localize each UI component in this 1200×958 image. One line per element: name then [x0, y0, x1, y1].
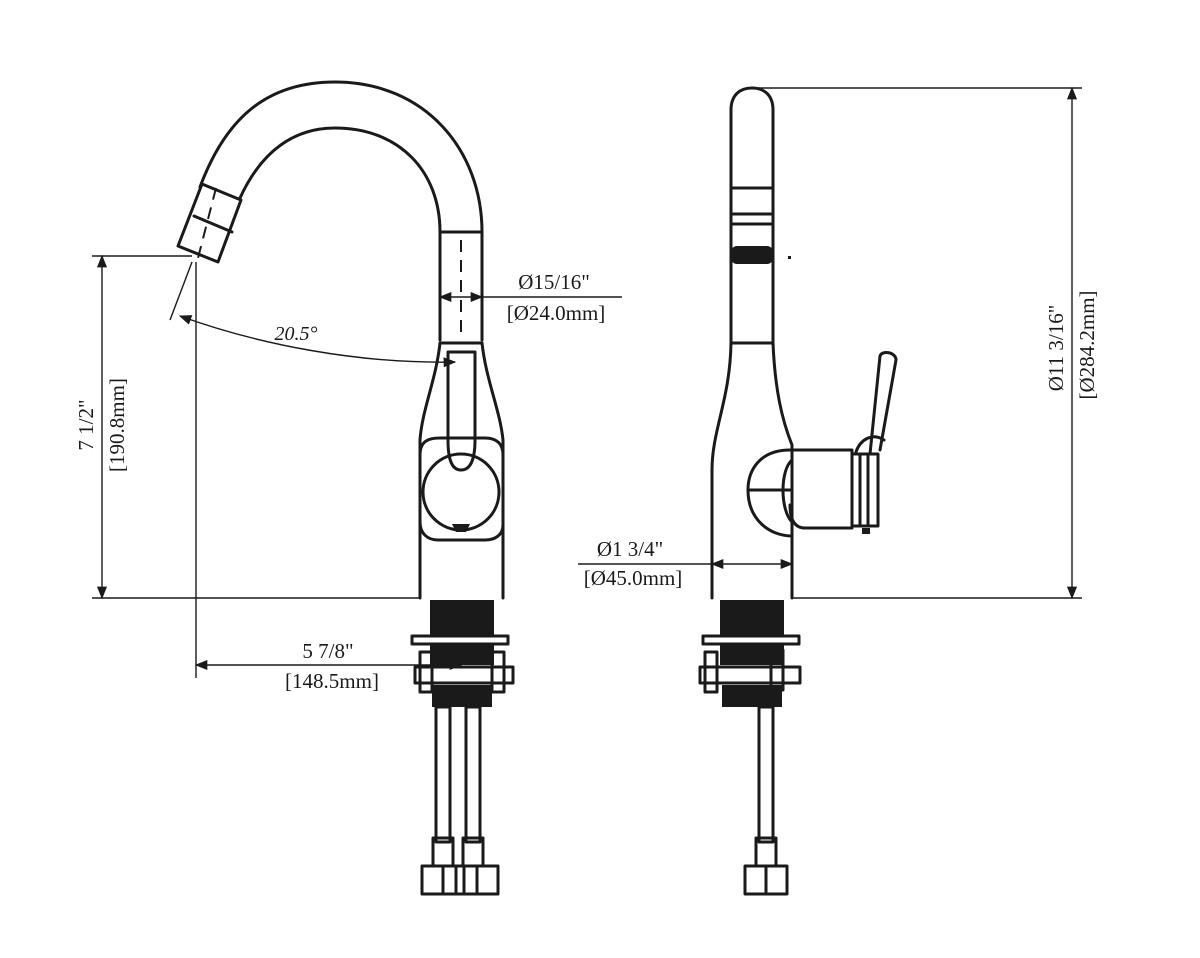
- outlet-height-dimension: 7 1/2" [190.8mm]: [74, 254, 192, 600]
- side-supply-hose: [743, 705, 789, 896]
- outlet-height-imperial: 7 1/2": [74, 399, 98, 450]
- front-spout-outer: [198, 80, 484, 342]
- front-view: 7 1/2" [190.8mm] 5 7/8" [148.5mm] 20.5° …: [74, 80, 622, 896]
- body-diameter-dimension: Ø1 3/4" [Ø45.0mm]: [578, 537, 794, 590]
- front-lever: [446, 350, 477, 472]
- overall-height-metric: [Ø284.2mm]: [1075, 290, 1099, 399]
- overall-height-imperial: Ø11 3/16": [1044, 305, 1068, 392]
- front-supply-hoses: [420, 705, 500, 896]
- spout-diameter-imperial: Ø15/16": [518, 270, 590, 294]
- front-handle-recess: [418, 436, 505, 542]
- side-view: Ø1 3/4" [Ø45.0mm] Ø11 3/16" [Ø284.2mm]: [578, 86, 1099, 896]
- body-diameter-imperial: Ø1 3/4": [597, 537, 663, 561]
- front-aerator: [176, 182, 243, 264]
- overall-height-dimension: Ø11 3/16" [Ø284.2mm]: [752, 86, 1099, 600]
- spout-diameter-dimension: Ø15/16" [Ø24.0mm]: [438, 270, 622, 325]
- front-spout-inner: [238, 126, 442, 342]
- side-body: [710, 341, 733, 600]
- spout-reach-dimension: 5 7/8" [148.5mm]: [194, 262, 463, 693]
- outlet-height-metric: [190.8mm]: [105, 378, 129, 472]
- body-diameter-metric: [Ø45.0mm]: [584, 566, 683, 590]
- spout-angle-label: 20.5°: [275, 323, 318, 345]
- spout-reach-imperial: 5 7/8": [302, 639, 353, 663]
- spout-reach-metric: [148.5mm]: [285, 669, 379, 693]
- spout-diameter-metric: [Ø24.0mm]: [507, 301, 606, 325]
- spout-angle-dimension: 20.5°: [169, 261, 457, 368]
- side-cartridge-housing: [746, 448, 794, 538]
- side-lever: [868, 351, 898, 456]
